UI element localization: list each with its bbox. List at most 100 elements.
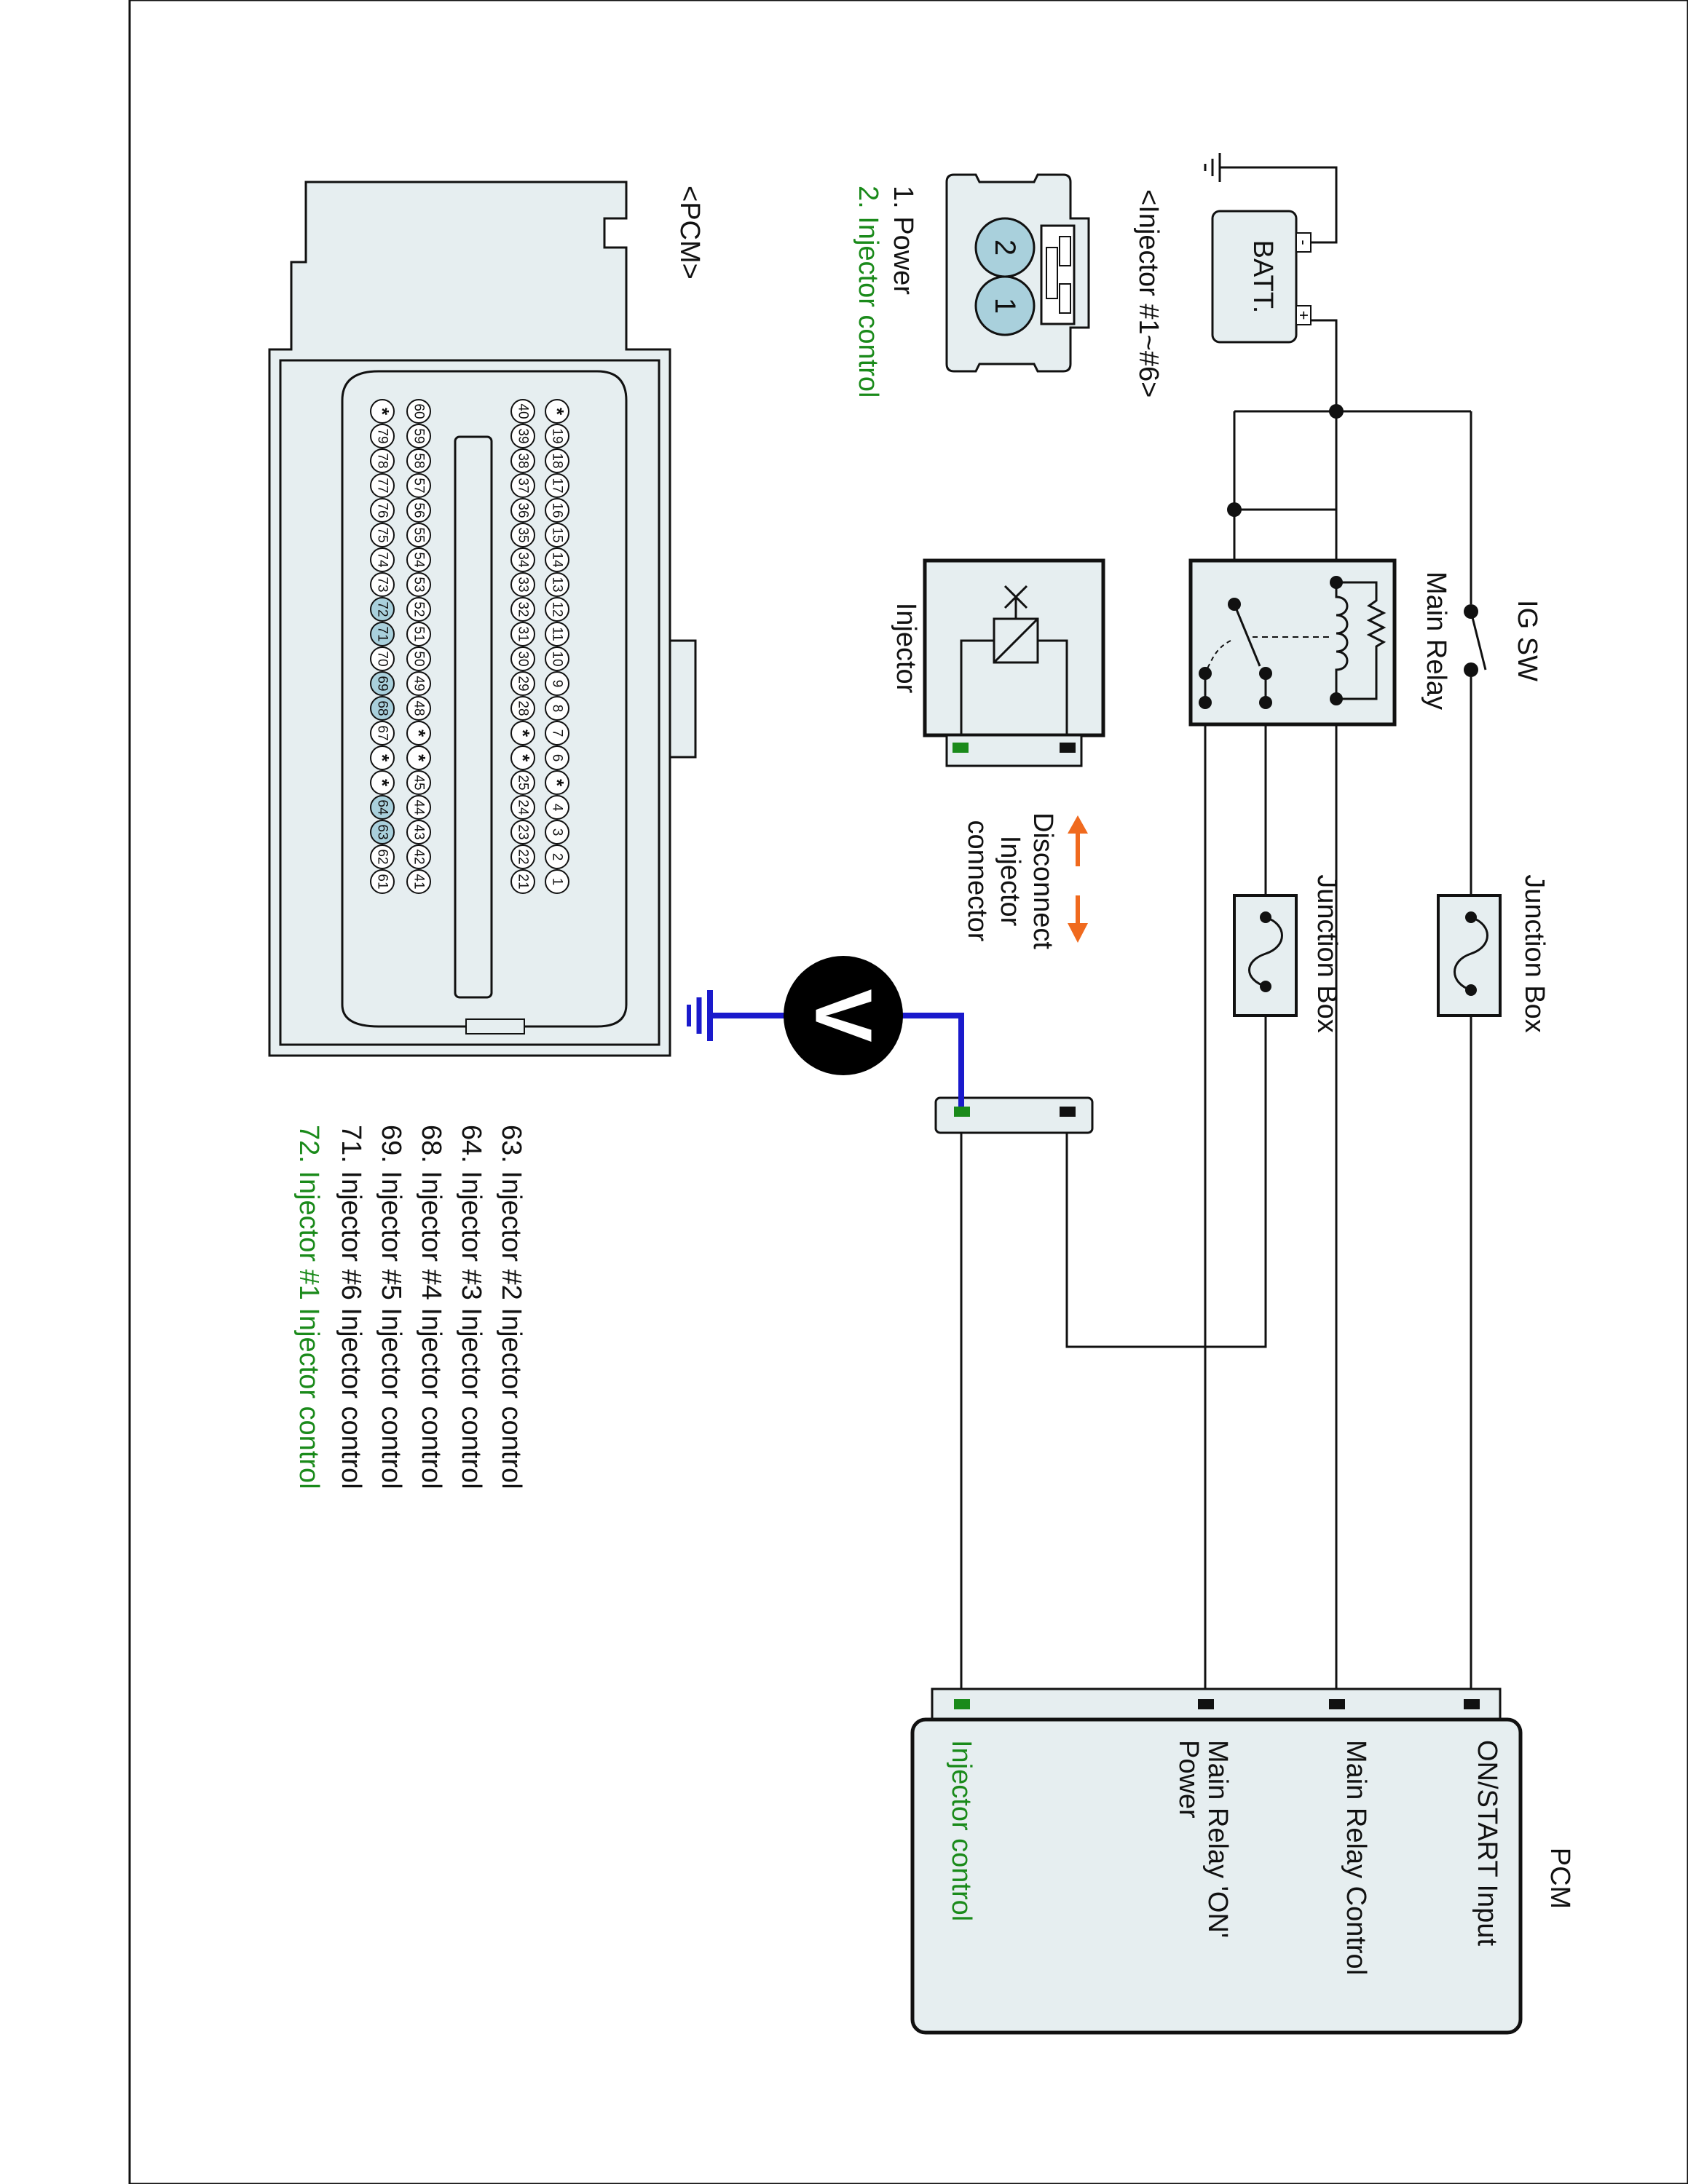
ignition-switch: IG SW: [1464, 600, 1542, 681]
pcm-pin-label: 71: [375, 626, 390, 641]
pcm-pin-69: [370, 671, 395, 696]
pcm-pin-25: [510, 770, 535, 795]
pcm-pin-16: [545, 498, 569, 523]
battery-plus-sign: +: [1295, 311, 1313, 320]
pcm-pin-label: 64: [375, 799, 390, 815]
pcm-pin-label: *: [371, 779, 393, 787]
pcm-pin-15: [545, 523, 569, 547]
pcm-pin-injector-control: [954, 1699, 970, 1709]
pcm-pin-label: 28: [516, 700, 531, 716]
orange-arrow-down-icon: [1068, 923, 1088, 943]
pcm-pin-label: 36: [516, 502, 531, 518]
pcm-legend-64: 64. Injector #3 Injector control: [456, 1125, 486, 1489]
pcm-pin-9: [545, 671, 569, 696]
page-border: [128, 0, 1688, 2184]
pcm-pin-label: *: [512, 754, 534, 762]
pcm-pin-54: [406, 547, 431, 572]
pcm-pin-24: [510, 795, 535, 820]
disconnect-line-2: Injector: [995, 836, 1025, 927]
junction-box-2-label: Junction Box: [1312, 874, 1342, 1033]
pcm-pin-label: 37: [516, 478, 531, 493]
pcm-pin-relay-control: [1329, 1699, 1345, 1709]
pcm-pin-label: 59: [411, 428, 427, 443]
pcm-pin-label: 21: [516, 874, 531, 889]
pcm-pin-60: [406, 399, 431, 424]
pcm-bottom-key: [465, 1018, 525, 1034]
ig-switch-contact-2: [1464, 662, 1478, 677]
relay-resistor: [1336, 581, 1387, 700]
pcm-pin-label: 17: [550, 478, 565, 493]
pcm-title: PCM: [1545, 1848, 1575, 1909]
relay-coil: [1335, 582, 1349, 699]
pcm-pin-label: 45: [411, 775, 427, 790]
main-relay-label: Main Relay: [1421, 571, 1451, 710]
pcm-pin-22: [510, 844, 535, 869]
pcm-pin-72: [370, 597, 395, 622]
pcm-connector-title: <PCM>: [674, 186, 705, 280]
inline-terminal-control: [954, 1107, 970, 1117]
pcm-pin-44: [406, 795, 431, 820]
pcm-pin-label: 68: [375, 700, 390, 716]
injector-power-wire: [1065, 986, 1267, 1348]
pcm-terminal-relay-control: Main Relay Control: [1341, 1740, 1371, 1975]
pcm-pin-label: *: [512, 729, 534, 737]
pcm-pin-29: [510, 671, 535, 696]
pcm-pin-label: 32: [516, 601, 531, 617]
junction-box-2: Junction Box: [1233, 874, 1342, 1033]
pcm-side-latch: [669, 639, 697, 759]
relay-coil-terminal-1: [1330, 576, 1343, 589]
pcm-terminal-injector-control: Injector control: [946, 1740, 977, 1921]
pcm-pin-label: 9: [550, 680, 565, 688]
pcm-pin-unused: [370, 399, 395, 424]
pcm-pin-78: [370, 448, 395, 473]
pcm-pin-label: 42: [411, 849, 427, 864]
pcm-terminal-on-start: ON/START Input: [1472, 1740, 1502, 1946]
pcm-pin-76: [370, 498, 395, 523]
pcm-pin-1: [545, 869, 569, 894]
pcm-pin-label: 48: [411, 700, 427, 716]
pcm-pin-77: [370, 473, 395, 498]
pcm-pin-label: 70: [375, 651, 390, 666]
pcm-pin-label: 18: [550, 453, 565, 468]
pcm-pin-12: [545, 597, 569, 622]
pcm-center-key: [454, 435, 493, 999]
pcm-pin-label: 1: [550, 878, 565, 886]
pcm-pin-label: 67: [375, 725, 390, 740]
junction-box-1: Junction Box: [1437, 874, 1550, 1033]
pcm-pin-10: [545, 646, 569, 671]
pcm-pin-59: [406, 424, 431, 448]
pcm-pin-unused: [406, 721, 431, 745]
pcm-pin-label: 55: [411, 527, 427, 542]
inline-connector: [934, 1096, 1094, 1134]
disconnect-line-3: connector: [962, 820, 993, 942]
injector-pin-1: [974, 275, 1036, 336]
pcm-pin-label: 8: [550, 705, 565, 713]
main-relay-body: [1188, 558, 1397, 727]
pcm-pin-label: 14: [550, 552, 565, 568]
pcm-pin-31: [510, 622, 535, 646]
pcm-terminal-relay-on: Main Relay 'ON': [1202, 1740, 1233, 1938]
pcm-pin-label: 22: [516, 849, 531, 864]
injector-legend-1: 1. Power: [888, 186, 918, 295]
pcm-legend: 63. Injector #2 Injector control 64. Inj…: [293, 1125, 526, 1489]
pcm-pin-18: [545, 448, 569, 473]
pcm-pin-label: 79: [375, 428, 390, 443]
relay-coil-terminal-2: [1330, 692, 1343, 705]
pcm-pin-61: [370, 869, 395, 894]
pcm-pin-label: 54: [411, 552, 427, 568]
injector-label: Injector: [891, 603, 921, 694]
pcm-pin-label: *: [371, 408, 393, 416]
pcm-pin-label: 63: [375, 824, 390, 839]
meter-probe-lead: [899, 1013, 964, 1107]
pcm-pin-11: [545, 622, 569, 646]
pcm-pin-unused: [370, 745, 395, 770]
pcm-pin-label: 57: [411, 478, 427, 493]
pcm-pin-label: 76: [375, 502, 390, 518]
injector-pin-1-label: 1: [989, 298, 1021, 314]
pcm-pin-unused: [545, 399, 569, 424]
pcm-pin-70: [370, 646, 395, 671]
injector-connector-view: <Injector #1~#6> 2 1 1. Power 2. Injecto…: [853, 173, 1164, 397]
pcm-pin-label: 53: [411, 577, 427, 592]
disconnect-indicator: Disconnect Injector connector: [962, 812, 1088, 949]
